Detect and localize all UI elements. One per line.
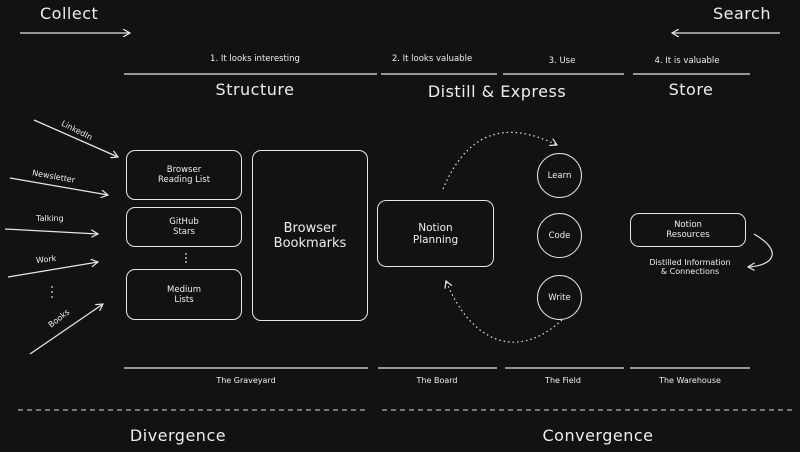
stage-4-step: 4. It is valuable — [654, 56, 720, 66]
resources-line-1: Notion — [674, 220, 702, 230]
write-node: Write — [537, 275, 582, 320]
store-note-line-1: Distilled Information — [649, 258, 731, 267]
stage-3-step: 3. Use — [548, 56, 576, 66]
zone-warehouse: The Warehouse — [659, 376, 721, 385]
stage-distill-title: Distill & Express — [427, 82, 567, 101]
source-talking: Talking — [36, 214, 64, 223]
github-stars-line-2: Stars — [173, 227, 195, 237]
bookmarks-line-2: Bookmarks — [273, 235, 347, 251]
store-note-line-2: & Connections — [660, 267, 720, 277]
structure-ellipsis — [185, 253, 187, 263]
github-stars-line-1: GitHub — [169, 217, 199, 227]
source-arrow-work — [7, 262, 98, 278]
zone-graveyard: The Graveyard — [216, 376, 276, 385]
learn-node: Learn — [537, 153, 582, 198]
resources-line-2: Resources — [666, 230, 710, 240]
zone-board: The Board — [416, 376, 458, 385]
stage-structure-title: Structure — [215, 80, 295, 99]
divergence-label: Divergence — [129, 426, 227, 445]
medium-lists-line-2: Lists — [174, 294, 194, 305]
stage-store-title: Store — [668, 80, 714, 99]
reading-list-line-1: Browser — [166, 165, 202, 175]
store-note: Distilled Information & Connections — [649, 258, 730, 276]
stage-2-step: 2. It looks valuable — [391, 54, 473, 64]
source-arrow-books — [29, 304, 103, 355]
source-arrow-linkedin — [33, 119, 118, 157]
zone-field: The Field — [545, 376, 581, 385]
code-node: Code — [537, 213, 582, 258]
convergence-label: Convergence — [542, 426, 654, 445]
bookmarks-line-1: Browser — [283, 220, 337, 236]
use-to-planning-arc — [446, 281, 563, 343]
collect-label: Collect — [40, 4, 99, 23]
planning-to-use-arc — [442, 131, 557, 190]
store-curved-arrow — [748, 233, 773, 267]
stage-1-step: 1. It looks interesting — [210, 54, 300, 64]
search-label: Search — [713, 4, 771, 23]
medium-lists-line-1: Medium — [167, 284, 201, 295]
planning-line-2: Planning — [412, 233, 459, 246]
source-arrow-newsletter — [9, 177, 108, 195]
source-ellipsis — [51, 286, 53, 298]
source-arrow-talking — [4, 228, 98, 234]
reading-list-line-2: Reading List — [157, 175, 211, 185]
planning-line-1: Notion — [418, 221, 453, 234]
